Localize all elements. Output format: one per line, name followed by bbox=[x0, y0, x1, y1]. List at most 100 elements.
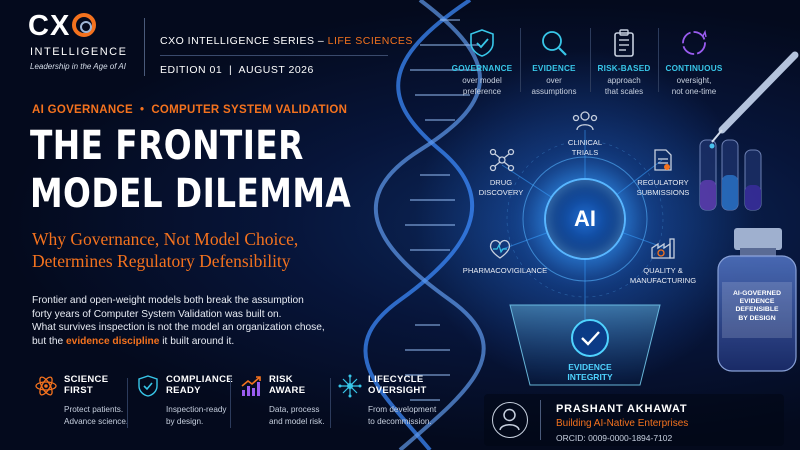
principle-title: EVIDENCE bbox=[532, 64, 576, 73]
node-pharmacovigilance: PHARMACOVIGILANCE bbox=[462, 266, 548, 275]
pillar-desc-line-2: Advance science. bbox=[64, 416, 129, 426]
brand-logo-letters: CX bbox=[28, 10, 71, 42]
vial-label-line-1: AI-GOVERNED bbox=[733, 290, 781, 297]
document-icon bbox=[654, 149, 672, 171]
magnifier-icon bbox=[542, 31, 567, 56]
principle-title: CONTINUOUS bbox=[665, 64, 723, 73]
atom-icon bbox=[35, 376, 57, 396]
principle-continuous: CONTINUOUS oversight, not one-time bbox=[658, 28, 730, 97]
principle-divider bbox=[658, 28, 659, 92]
series-accent: LIFE SCIENCES bbox=[327, 35, 413, 47]
pillar-desc: Data, process and model risk. bbox=[269, 404, 354, 427]
vial-label: AI-GOVERNED EVIDENCE DEFENSIBLE BY DESIG… bbox=[722, 290, 792, 323]
pillar-divider bbox=[230, 378, 231, 428]
principle-desc-line-1: over model bbox=[462, 76, 502, 85]
pillar-divider bbox=[330, 378, 331, 428]
principle-desc: over model preference bbox=[446, 75, 518, 97]
node-quality-line-2: MANUFACTURING bbox=[629, 275, 697, 285]
brand-name: INTELLIGENCE bbox=[30, 46, 128, 58]
body-line-1: Frontier and open-weight models both bre… bbox=[32, 295, 304, 306]
subtitle-line-2: Determines Regulatory Defensibility bbox=[32, 251, 291, 271]
pillar-title-line-1: SCIENCE bbox=[64, 374, 109, 385]
people-icon bbox=[572, 111, 598, 131]
avatar bbox=[492, 402, 528, 438]
subtitle: Why Governance, Not Model Choice, Determ… bbox=[32, 228, 298, 272]
principle-evidence: EVIDENCE over assumptions bbox=[518, 28, 590, 97]
principle-desc-line-1: over bbox=[546, 76, 562, 85]
author-role: Building AI-Native Enterprises bbox=[556, 418, 689, 429]
factory-icon bbox=[651, 238, 675, 259]
principle-title: RISK-BASED bbox=[597, 64, 651, 73]
pillar-desc-line-1: Inspection-ready bbox=[166, 405, 227, 414]
pillar-desc-line-1: From development bbox=[368, 405, 437, 414]
pillar-title-line-2: AWARE bbox=[269, 385, 306, 396]
brand-logo: CX bbox=[28, 10, 97, 42]
principle-divider bbox=[520, 28, 521, 92]
author-panel bbox=[484, 394, 784, 446]
node-regulatory-line-1: REGULATORY bbox=[637, 178, 689, 187]
shield-check-icon bbox=[138, 375, 158, 397]
node-quality-line-1: QUALITY & bbox=[643, 266, 683, 275]
author-divider bbox=[540, 400, 541, 440]
node-regulatory-line-2: SUBMISSIONS bbox=[636, 187, 690, 197]
pillar-desc-line-1: Data, process bbox=[269, 405, 320, 414]
molecule-icon bbox=[489, 148, 515, 172]
author-name: PRASHANT AKHAWAT bbox=[556, 403, 688, 415]
vial-label-line-2: EVIDENCE bbox=[739, 298, 775, 306]
principle-desc-line-2: not one-time bbox=[671, 87, 717, 96]
pillar-title-line-1: LIFECYCLE bbox=[368, 374, 424, 385]
pillar-title-line-1: COMPLIANCE bbox=[166, 374, 233, 385]
body-text: Frontier and open-weight models both bre… bbox=[32, 294, 362, 348]
pillar-divider bbox=[127, 378, 128, 428]
heart-pulse-icon bbox=[489, 239, 511, 259]
pillar-title-line-2: READY bbox=[166, 385, 201, 396]
principle-divider bbox=[590, 28, 591, 92]
node-clinical-trials-line-2: TRIALS bbox=[571, 147, 599, 157]
pillar-desc: Protect patients. Advance science. bbox=[64, 404, 149, 427]
pillar-desc-line-1: Protect patients. bbox=[64, 405, 124, 414]
author-orcid: ORCID: 0009-0000-1894-7102 bbox=[556, 433, 673, 443]
node-quality-manufacturing: QUALITY &MANUFACTURING bbox=[618, 266, 708, 285]
pillar-desc: From development to decommission. bbox=[368, 404, 453, 427]
vial-label-line-4: BY DESIGN bbox=[738, 314, 776, 322]
network-star-icon bbox=[338, 374, 362, 398]
body-line-2: forty years of Computer System Validatio… bbox=[32, 308, 282, 320]
pillar-desc-line-2: and model risk. bbox=[269, 416, 325, 426]
principle-desc-line-2: assumptions bbox=[531, 87, 577, 96]
pillar-desc-line-2: by design. bbox=[166, 416, 204, 426]
body-highlight: evidence discipline bbox=[66, 335, 160, 347]
rising-chart-icon bbox=[241, 376, 261, 396]
test-tubes bbox=[699, 139, 762, 211]
header-divider bbox=[144, 18, 145, 76]
principle-desc-line-2: preference bbox=[462, 87, 502, 96]
header-rule bbox=[160, 55, 388, 56]
cycle-icon bbox=[682, 29, 707, 55]
brand-tagline: Leadership in the Age of AI bbox=[30, 62, 126, 71]
person-icon bbox=[499, 408, 520, 431]
vial-label-line-3: DEFENSIBLE bbox=[735, 306, 779, 314]
node-drug-discovery-line-1: DRUG bbox=[489, 178, 513, 187]
principle-desc-line-2: that scales bbox=[604, 87, 644, 96]
body-line-3: What survives inspection is not the mode… bbox=[32, 322, 325, 334]
edition-label: EDITION 01 | AUGUST 2026 bbox=[160, 64, 314, 76]
ai-core: AI bbox=[544, 178, 626, 260]
kicker: AI GOVERNANCE • COMPUTER SYSTEM VALIDATI… bbox=[32, 104, 348, 116]
principle-desc-line-1: oversight, bbox=[676, 76, 712, 85]
pipette bbox=[709, 51, 799, 149]
principle-desc: oversight, not one-time bbox=[658, 75, 730, 97]
pillar-desc: Inspection-ready by design. bbox=[166, 404, 251, 427]
dna-helix bbox=[363, 0, 486, 450]
pillar-title-line-2: OVERSIGHT bbox=[368, 385, 427, 396]
pillar-desc-line-2: to decommission. bbox=[368, 416, 432, 426]
title-line-2: MODEL DILEMMA bbox=[30, 171, 352, 217]
